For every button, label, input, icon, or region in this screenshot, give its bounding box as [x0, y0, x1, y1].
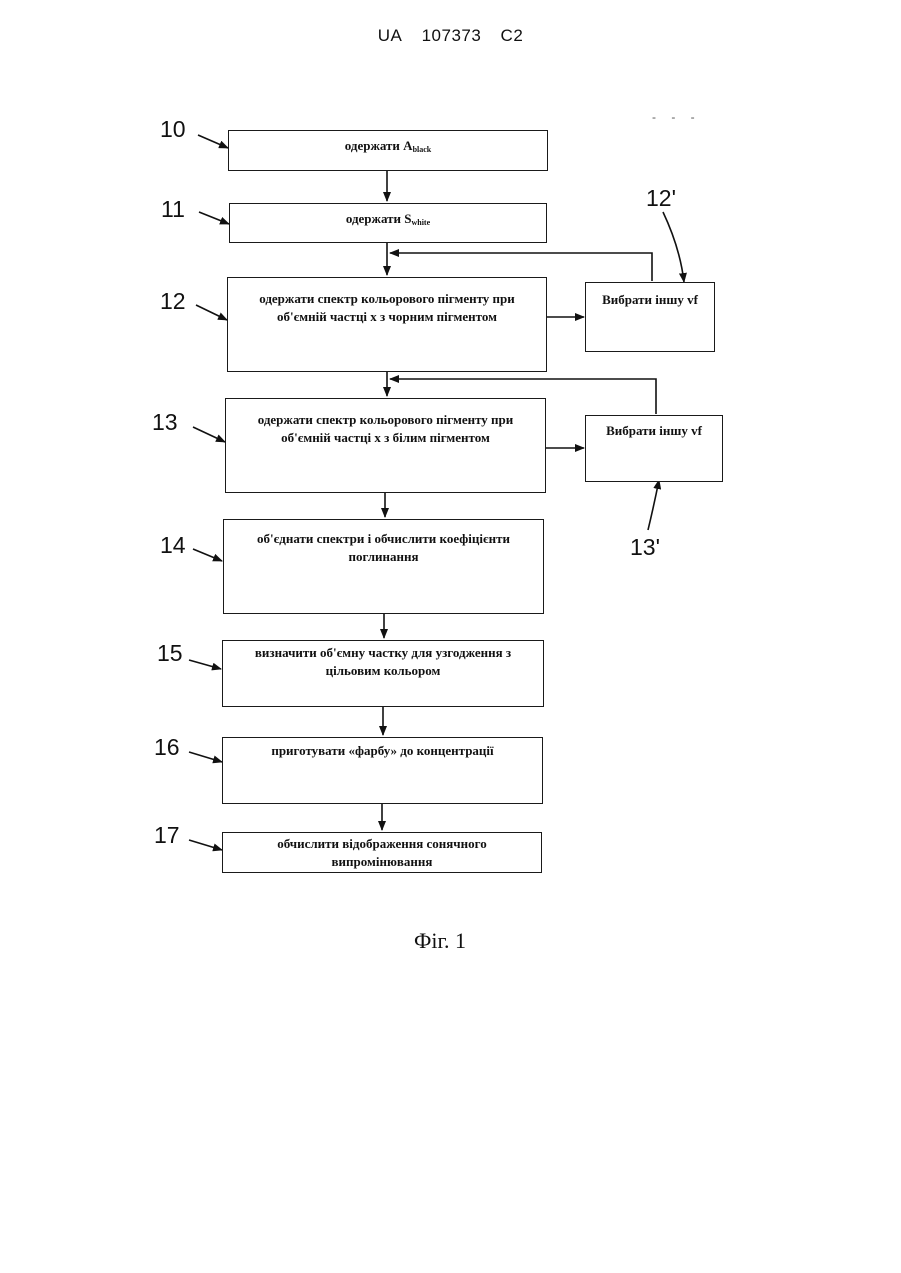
- step-10-text: одержати A: [345, 138, 413, 153]
- step-16-line1: приготувати «фарбу» до концентрації: [223, 742, 542, 760]
- step-13p-box: Вибрати іншу vf: [585, 415, 723, 482]
- step-11-box: одержати Swhite: [229, 203, 547, 243]
- step-15-line2: цільовим кольором: [223, 662, 543, 680]
- step-15-box: визначити об'ємну частку для узгодження …: [222, 640, 544, 707]
- pointer-16: [189, 752, 222, 762]
- pointer-15: [189, 660, 221, 669]
- pointer-17: [189, 840, 222, 850]
- label-15: 15: [157, 640, 183, 667]
- step-13p-text: Вибрати іншу vf: [606, 423, 702, 438]
- step-10-subscript: black: [413, 145, 432, 154]
- step-12-box: одержати спектр кольорового пігменту при…: [227, 277, 547, 372]
- label-13: 13: [152, 409, 178, 436]
- label-14: 14: [160, 532, 186, 559]
- label-12p: 12': [646, 185, 676, 212]
- pointer-14: [193, 549, 222, 561]
- step-12-line1: одержати спектр кольорового пігменту при: [228, 290, 546, 308]
- pointer-10: [198, 135, 228, 148]
- step-13-line1: одержати спектр кольорового пігменту при: [226, 411, 545, 429]
- step-11-text: одержати S: [346, 211, 412, 226]
- step-12p-text: Вибрати іншу vf: [602, 292, 698, 307]
- pointer-13p: [648, 480, 659, 530]
- step-12-line2: об'ємній частці x з чорним пігментом: [228, 308, 546, 326]
- step-14-box: об'єднати спектри і обчислити коефіцієнт…: [223, 519, 544, 614]
- label-10: 10: [160, 116, 186, 143]
- figure-caption: Фіг. 1: [0, 928, 880, 954]
- step-17-line1: обчислити відображення сонячного: [223, 835, 541, 853]
- pointer-11: [199, 212, 229, 224]
- pointer-12p: [663, 212, 684, 282]
- step-10-box: одержати Ablack: [228, 130, 548, 171]
- label-11: 11: [161, 196, 185, 223]
- label-16: 16: [154, 734, 180, 761]
- step-12p-box: Вибрати іншу vf: [585, 282, 715, 352]
- step-16-box: приготувати «фарбу» до концентрації: [222, 737, 543, 804]
- step-13-box: одержати спектр кольорового пігменту при…: [225, 398, 546, 493]
- step-17-line2: випромінювання: [223, 853, 541, 871]
- step-14-line2: поглинання: [224, 548, 543, 566]
- pointer-13: [193, 427, 225, 442]
- step-15-line1: визначити об'ємну частку для узгодження …: [223, 644, 543, 662]
- label-17: 17: [154, 822, 180, 849]
- step-11-subscript: white: [411, 218, 430, 227]
- step-14-line1: об'єднати спектри і обчислити коефіцієнт…: [224, 530, 543, 548]
- label-13p: 13': [630, 534, 660, 561]
- pointer-12: [196, 305, 227, 320]
- step-17-box: обчислити відображення сонячного випромі…: [222, 832, 542, 873]
- step-13-line2: об'ємній частці x з білим пігментом: [226, 429, 545, 447]
- label-12: 12: [160, 288, 186, 315]
